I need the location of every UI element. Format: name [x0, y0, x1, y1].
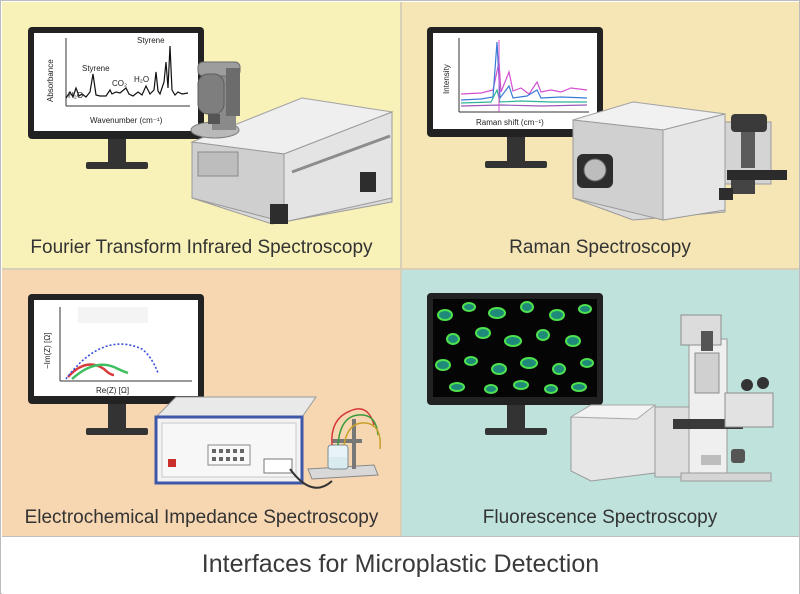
- ftir-illustration: H₂O Styrene CO₂ Styrene H₂O Wavenumber (…: [28, 27, 394, 225]
- fluorescence-illustration: [427, 293, 774, 482]
- horizontal-divider: [2, 268, 799, 270]
- fluorescence-panel: Fluorescence Spectroscopy: [401, 269, 799, 536]
- raman-spectrometer-icon: [572, 101, 787, 221]
- electrochemical-cell-icon: [289, 408, 381, 489]
- ftir-panel-title: Fourier Transform Infrared Spectroscopy: [30, 237, 373, 258]
- eis-nyquist-plot: Re(Z) [Ω] −Im(Z) [Ω]: [43, 307, 192, 395]
- eis-panel-title: Electrochemical Impedance Spectroscopy: [24, 507, 379, 528]
- monitor-icon: [427, 27, 603, 168]
- eis-y-axis-label: −Im(Z) [Ω]: [43, 333, 52, 369]
- potentiostat-icon: [154, 396, 317, 485]
- monitor-icon: [28, 294, 204, 435]
- ftir-panel: H₂O Styrene CO₂ Styrene H₂O Wavenumber (…: [2, 2, 401, 269]
- monitor-icon: [427, 293, 603, 435]
- fluorescence-cell-image: [435, 301, 594, 394]
- figure-caption: Interfaces for Microplastic Detection: [201, 550, 600, 578]
- ftir-annotation-h2o-right: H₂O: [134, 75, 149, 84]
- raman-y-axis-label: Intensity: [442, 64, 451, 94]
- ftir-spectrometer-icon: [190, 61, 394, 225]
- ftir-annotation-h2o-left: H₂O: [68, 91, 83, 100]
- ftir-annotation-styrene-left: Styrene: [82, 64, 110, 73]
- ftir-y-axis-label: Absorbance: [46, 59, 55, 102]
- ftir-annotation-styrene-right: Styrene: [137, 36, 165, 45]
- raman-panel: Raman shift (cm⁻¹) Intensity Raman Spect…: [401, 2, 799, 269]
- ftir-annotation-co2: CO₂: [112, 79, 127, 88]
- raman-x-axis-label: Raman shift (cm⁻¹): [476, 118, 544, 127]
- eis-panel: Re(Z) [Ω] −Im(Z) [Ω]: [2, 269, 401, 536]
- raman-panel-title: Raman Spectroscopy: [509, 237, 691, 258]
- ftir-spectrum-plot: H₂O Styrene CO₂ Styrene H₂O Wavenumber (…: [46, 36, 190, 125]
- fluorescence-panel-title: Fluorescence Spectroscopy: [482, 507, 718, 528]
- raman-illustration: Raman shift (cm⁻¹) Intensity: [427, 27, 787, 221]
- fluorescence-microscope-icon: [569, 314, 774, 482]
- caption-bar: Interfaces for Microplastic Detection: [2, 536, 799, 594]
- eis-x-axis-label: Re(Z) [Ω]: [96, 386, 129, 395]
- raman-spectrum-plot: Raman shift (cm⁻¹) Intensity: [442, 38, 589, 127]
- monitor-icon: [28, 27, 204, 169]
- eis-illustration: Re(Z) [Ω] −Im(Z) [Ω]: [28, 294, 381, 489]
- ftir-x-axis-label: Wavenumber (cm⁻¹): [90, 116, 163, 125]
